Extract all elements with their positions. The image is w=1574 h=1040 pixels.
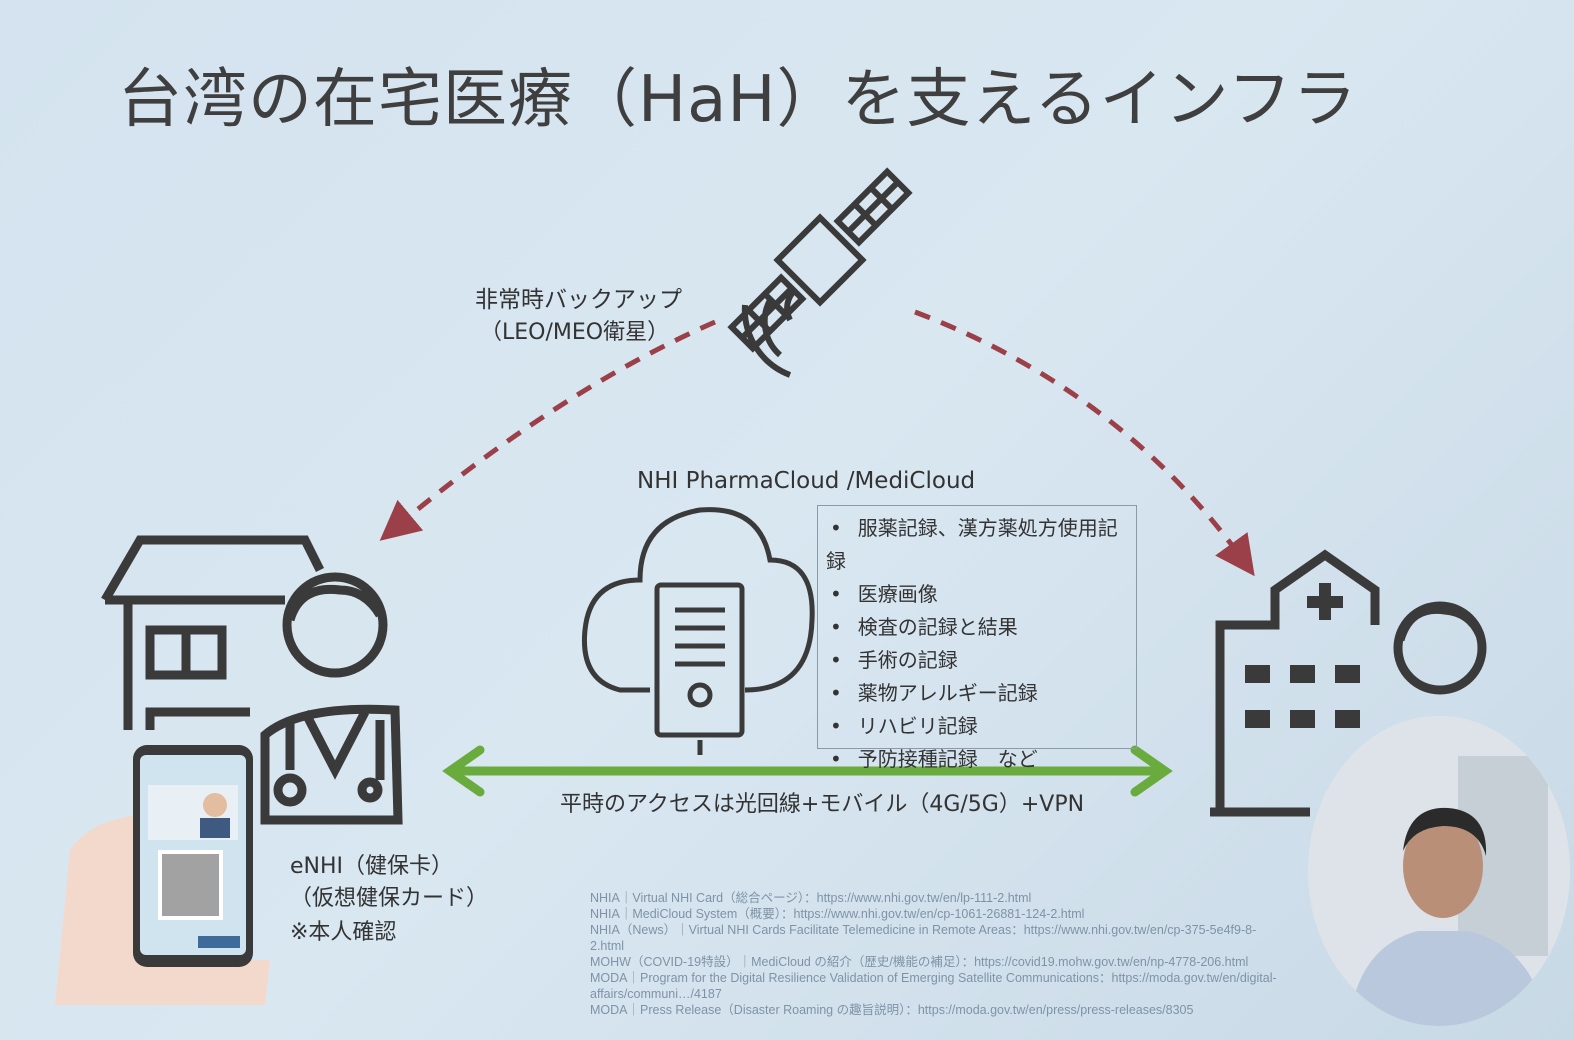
backup-label-line2: （LEO/MEO衛星）: [480, 320, 670, 345]
list-item: 薬物アレルギー記録: [826, 677, 1128, 710]
list-item: 予防接種記録 など: [826, 743, 1128, 776]
doctor-icon-hospital: [1393, 601, 1487, 695]
enhi-label-line2: （仮想健保カード）: [290, 886, 489, 911]
list-item: リハビリ記録: [826, 710, 1128, 743]
cloud-server-icon: [581, 507, 815, 773]
home-icon: [101, 535, 325, 730]
references: NHIA｜Virtual NHI Card（総合ページ）：https://www…: [590, 890, 1290, 1018]
backup-link-left: [379, 319, 717, 541]
reference-item: MODA｜Program for the Digital Resilience …: [590, 971, 1277, 1001]
doctor-icon-home: [260, 572, 403, 825]
signal-waves-icon: [741, 287, 798, 378]
speaker-silhouette: [1308, 716, 1570, 1026]
hand-illustration: [55, 815, 270, 1005]
list-item: 検査の記録と結果: [826, 611, 1128, 644]
reference-item: MODA｜Press Release（Disaster Roaming の趣旨説…: [590, 1003, 1194, 1017]
speaker-webcam-overlay: [1308, 716, 1570, 1026]
reference-item: NHIA｜Virtual NHI Card（総合ページ）：https://www…: [590, 891, 1032, 905]
list-item: 手術の記録: [826, 644, 1128, 677]
list-item: 服薬記録、漢方薬処方使用記録: [826, 512, 1128, 578]
reference-item: MOHW（COVID-19特設）｜MediCloud の紹介（歴史/機能の補足）…: [590, 955, 1249, 969]
cloud-title: NHI PharmaCloud /MediCloud: [637, 468, 976, 494]
backup-link-right: [914, 309, 1255, 577]
enhi-label-line3: ※本人確認: [290, 920, 397, 945]
cloud-records-list: 服薬記録、漢方薬処方使用記録 医療画像 検査の記録と結果 手術の記録 薬物アレル…: [817, 505, 1137, 771]
hospital-icon: [1210, 549, 1380, 817]
slide-title: 台湾の在宅医療（HaH）を支えるインフラ: [118, 63, 1358, 137]
enhi-phone-icon: [133, 745, 253, 967]
list-item: 医療画像: [826, 578, 1128, 611]
enhi-label-line1: eNHI（健保卡）: [290, 854, 454, 879]
reference-item: NHIA（News）｜Virtual NHI Cards Facilitate …: [590, 923, 1257, 953]
hospital-windows: [1245, 665, 1360, 728]
backup-label-line1: 非常時バックアップ: [475, 287, 682, 313]
access-label: 平時のアクセスは光回線+モバイル（4G/5G）+VPN: [560, 792, 1085, 817]
reference-item: NHIA｜MediCloud System（概要）：https://www.nh…: [590, 907, 1085, 921]
